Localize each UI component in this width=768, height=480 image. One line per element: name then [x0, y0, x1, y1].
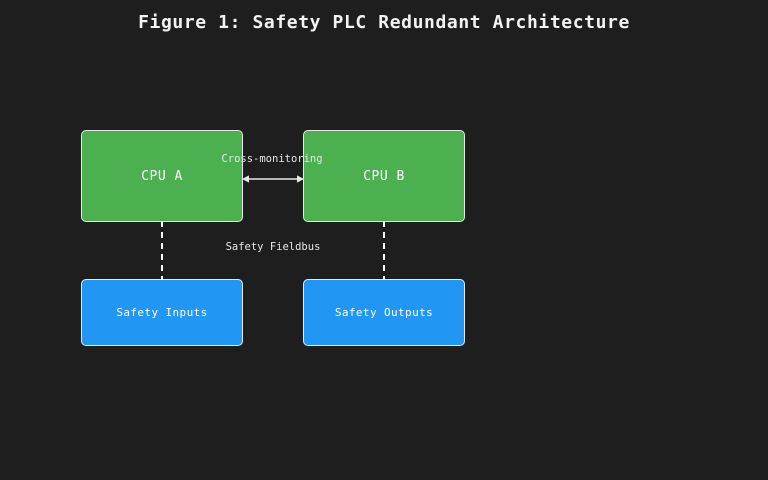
node-safety-inputs[interactable]: Safety Inputs: [81, 279, 243, 346]
node-safety-outputs[interactable]: Safety Outputs: [303, 279, 465, 346]
node-cpu-b[interactable]: CPU B: [303, 130, 465, 222]
connector-fieldbus-right: [383, 221, 385, 280]
figure-title: Figure 1: Safety PLC Redundant Architect…: [138, 12, 630, 33]
double-arrow-icon: [242, 175, 304, 183]
node-cpu-b-label: CPU B: [363, 168, 405, 184]
connector-fieldbus-label: Safety Fieldbus: [225, 241, 321, 253]
node-safety-outputs-label: Safety Outputs: [334, 306, 434, 319]
connector-fieldbus-left: [161, 221, 163, 280]
connector-cross-monitoring: [241, 171, 305, 187]
node-safety-inputs-label: Safety Inputs: [116, 306, 208, 319]
connector-cross-monitoring-label: Cross-monitoring: [221, 153, 323, 165]
node-cpu-a-label: CPU A: [141, 168, 183, 184]
node-cpu-a[interactable]: CPU A: [81, 130, 243, 222]
